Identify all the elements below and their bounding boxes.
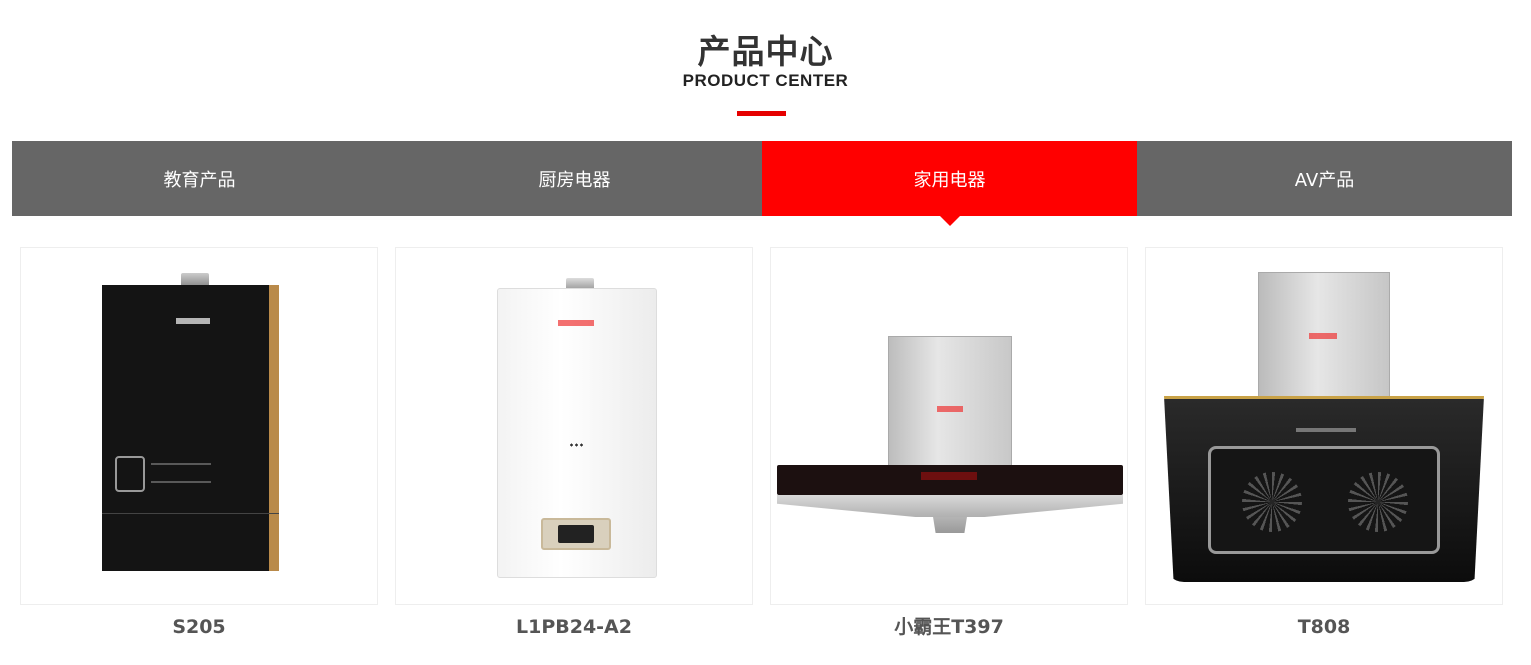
product-name[interactable]: L1PB24-A2 (516, 616, 632, 638)
tab-av[interactable]: AV产品 (1137, 141, 1512, 216)
title-underline (737, 111, 786, 116)
brand-logo-shape (558, 320, 594, 326)
product-grid: S205 L1PB24-A2 小霸王T397 (20, 247, 1504, 647)
pipe-shape (181, 273, 209, 287)
tab-label: 家用电器 (913, 169, 986, 191)
product-card[interactable]: S205 (20, 247, 378, 639)
brand-logo-shape (1309, 333, 1337, 339)
brand-logo-shape (937, 406, 963, 412)
fan-right-shape (1348, 472, 1408, 532)
product-image[interactable] (20, 247, 378, 605)
product-card[interactable]: T808 (1145, 247, 1503, 639)
pipe-shape (566, 278, 594, 290)
hood-display-shape (921, 472, 977, 480)
water-heater-black-shape (102, 285, 279, 571)
brand-logo-shape (176, 318, 210, 324)
product-image[interactable] (770, 247, 1128, 605)
product-card[interactable]: 小霸王T397 (770, 247, 1128, 639)
fan-left-shape (1242, 472, 1302, 532)
product-name[interactable]: S205 (172, 616, 226, 638)
product-image[interactable] (1145, 247, 1503, 605)
tab-label: 教育产品 (163, 169, 236, 191)
hood-controls-shape (1296, 428, 1356, 432)
product-name[interactable]: 小霸王T397 (894, 616, 1004, 638)
range-hood-body-shape (777, 465, 1123, 495)
tab-label: AV产品 (1294, 169, 1355, 191)
crown-badge-shape (115, 456, 145, 492)
feature-text-shape (151, 463, 211, 483)
tab-education[interactable]: 教育产品 (12, 141, 387, 216)
display-screen-shape (558, 525, 594, 543)
tab-label: 厨房电器 (538, 169, 611, 191)
section-title: 产品中心 (697, 32, 834, 71)
product-name[interactable]: T808 (1297, 616, 1351, 638)
section-subtitle: PRODUCT CENTER (682, 71, 849, 90)
product-card[interactable]: L1PB24-A2 (395, 247, 753, 639)
divider-shape (102, 513, 279, 514)
indicator-dots-shape (569, 443, 583, 447)
hood-skirt-shape (777, 495, 1123, 517)
chimney-shape (888, 336, 1012, 466)
section-header: 产品中心 PRODUCT CENTER (0, 0, 1531, 141)
category-tabs: 教育产品 厨房电器 家用电器 AV产品 (12, 141, 1512, 226)
product-image[interactable] (395, 247, 753, 605)
tab-home-appliances[interactable]: 家用电器 (762, 141, 1137, 226)
tab-kitchen[interactable]: 厨房电器 (387, 141, 762, 216)
